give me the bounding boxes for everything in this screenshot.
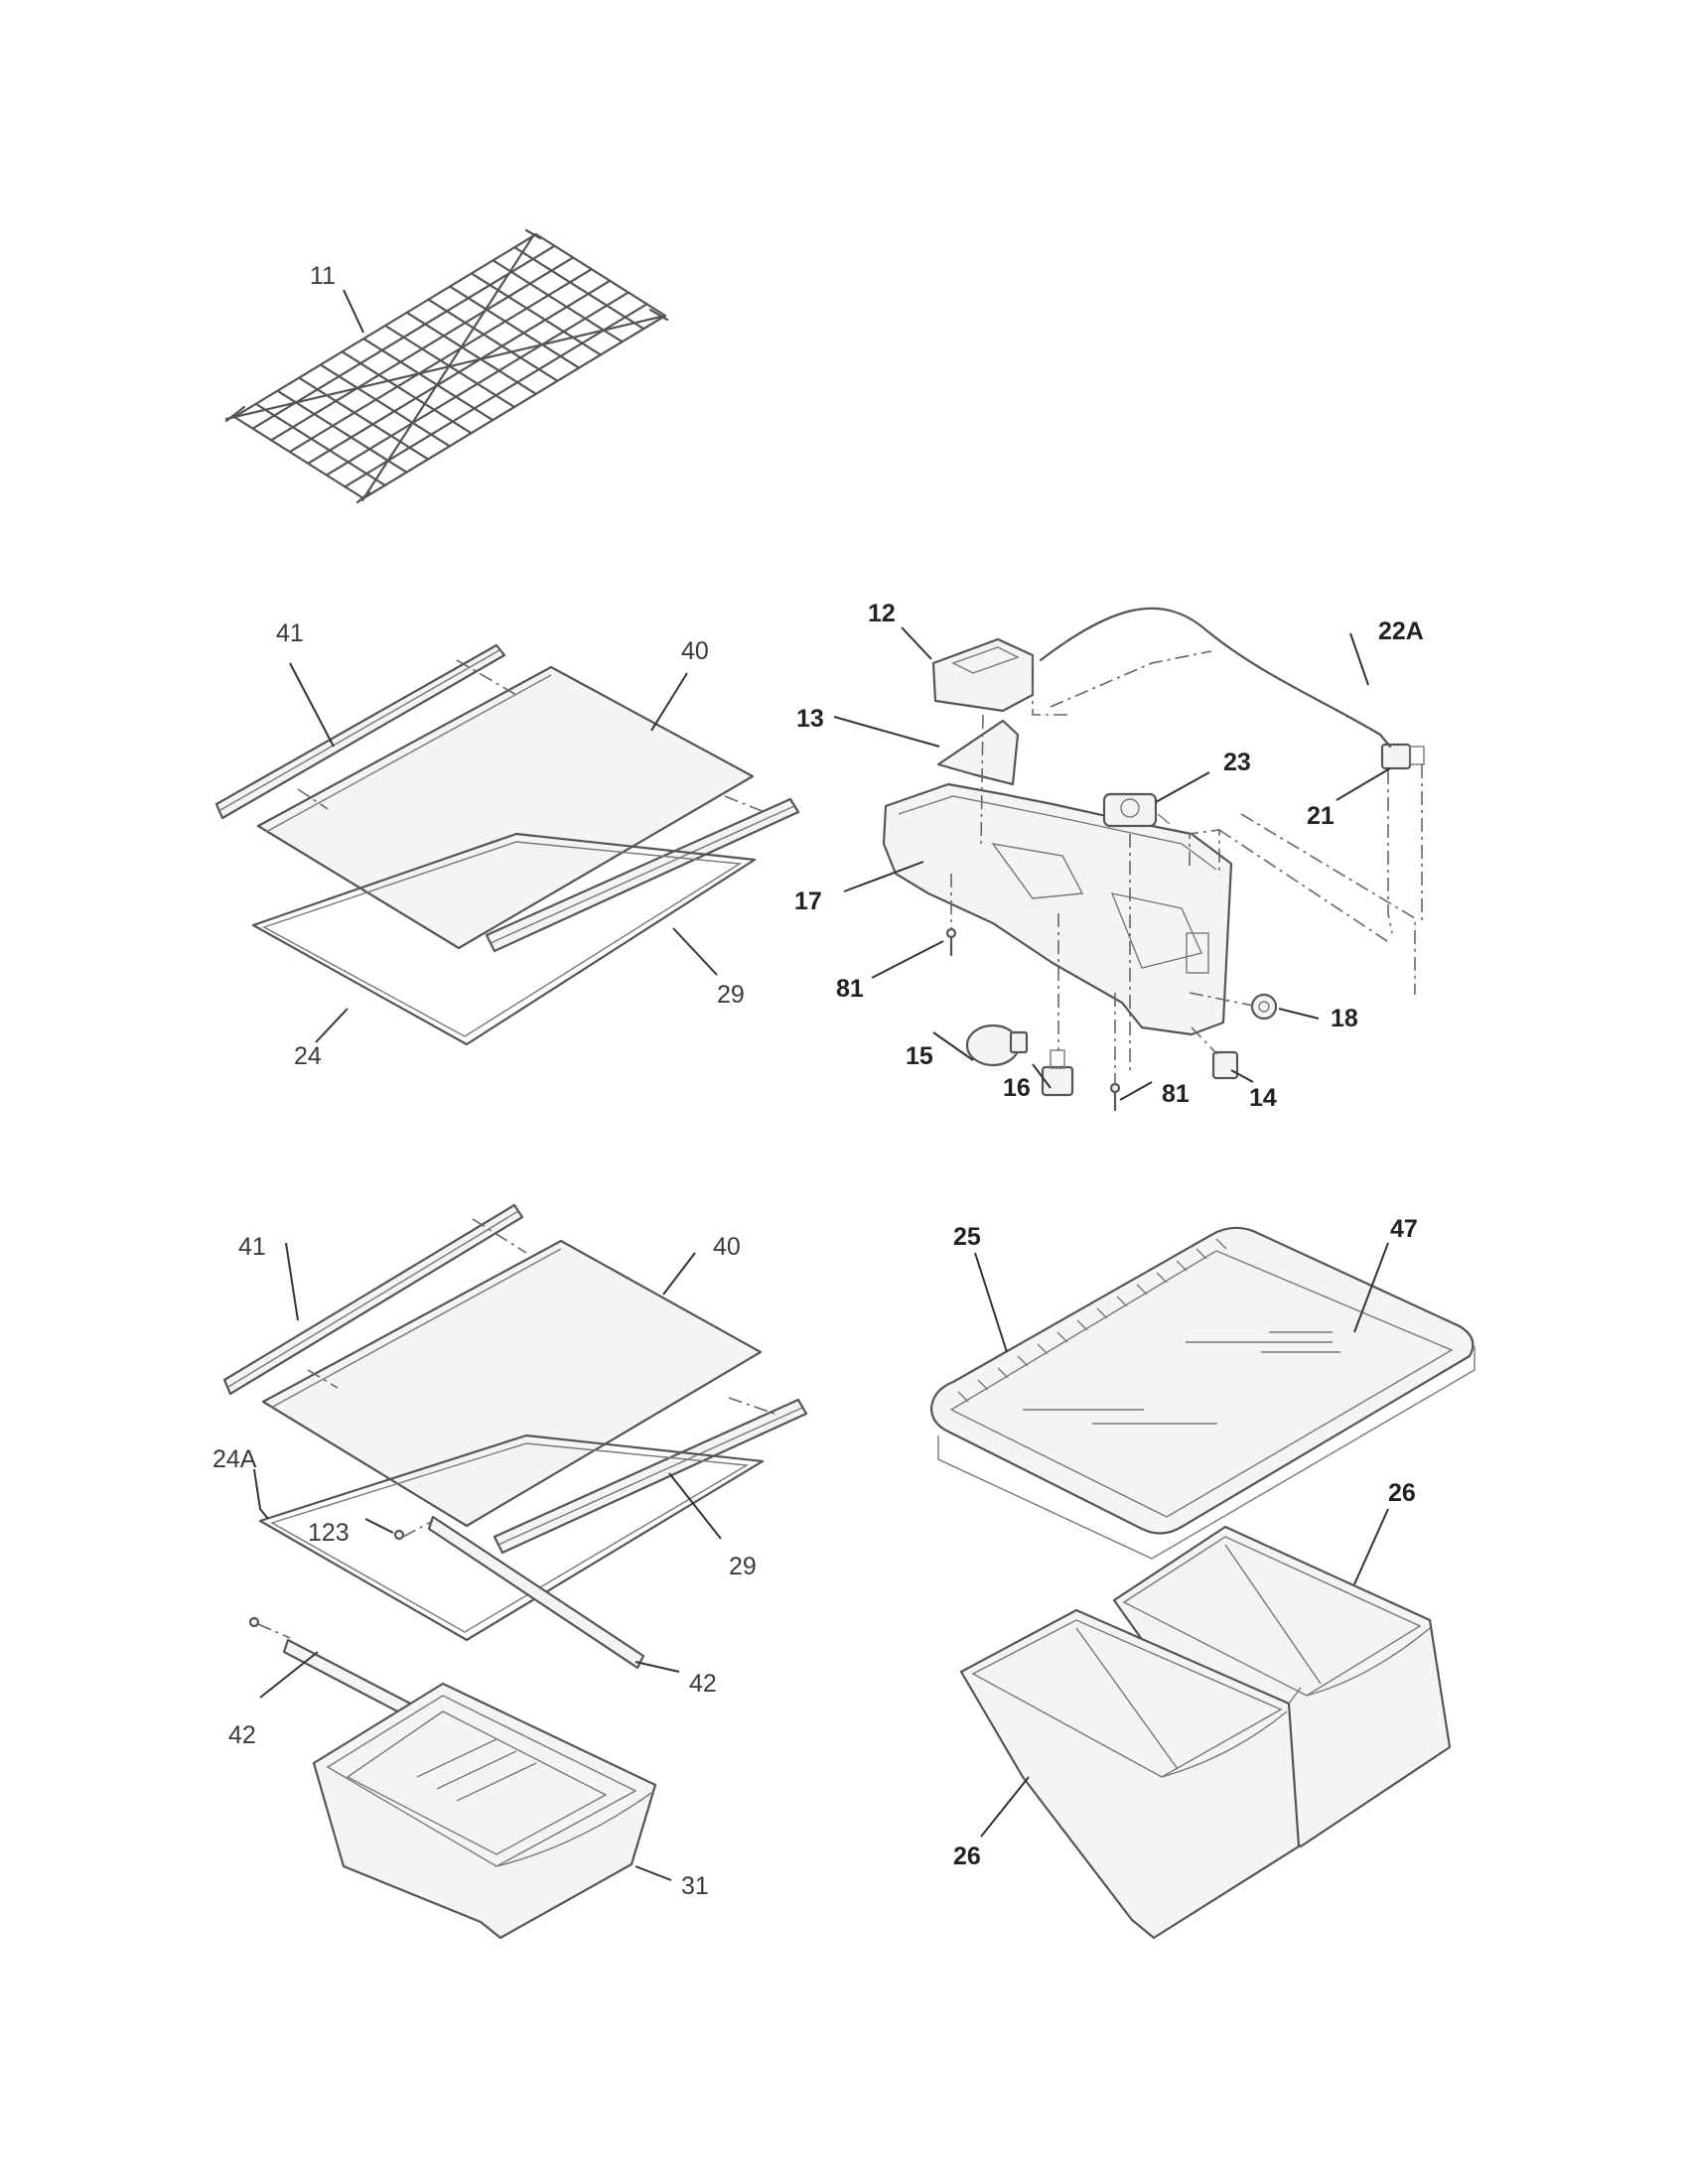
housing-17	[882, 782, 1233, 1036]
thermostat-23	[1102, 792, 1171, 828]
light-switch-14	[1211, 1050, 1239, 1080]
label-25: 25	[953, 1223, 981, 1251]
glass-shelf-assembly-lower	[222, 1203, 808, 1940]
label-24a: 24A	[212, 1445, 257, 1473]
label-16: 16	[1003, 1074, 1031, 1102]
label-42-right: 42	[689, 1670, 717, 1698]
screw-81-left	[945, 927, 957, 957]
control-housing-assembly	[882, 607, 1425, 1112]
label-42-left: 42	[228, 1721, 256, 1749]
label-47: 47	[1390, 1215, 1418, 1243]
label-40-lower: 40	[713, 1233, 741, 1261]
label-12: 12	[868, 600, 896, 627]
drawer-rail-42-right	[427, 1515, 645, 1670]
label-21: 21	[1307, 802, 1335, 830]
crisper-cover-vents	[957, 1238, 1227, 1403]
label-17: 17	[794, 887, 822, 915]
control-knob-18	[1250, 993, 1278, 1021]
glass-panel-40-upper	[256, 665, 755, 950]
screw-123-a	[393, 1529, 405, 1541]
label-81-right: 81	[1162, 1080, 1190, 1108]
label-41-upper: 41	[276, 619, 304, 647]
lamp-socket-16	[1041, 1049, 1074, 1097]
label-22a: 22A	[1378, 617, 1424, 645]
light-bulb-15	[965, 1024, 1029, 1067]
label-31: 31	[681, 1872, 709, 1900]
label-23: 23	[1223, 749, 1251, 776]
glass-panel-47	[1023, 1331, 1340, 1425]
label-123: 123	[308, 1519, 350, 1547]
diffuser-12	[931, 637, 1035, 713]
screw-81-right	[1109, 1082, 1121, 1112]
label-15: 15	[906, 1042, 933, 1070]
shelf-frame-24a	[258, 1433, 765, 1642]
label-81-left: 81	[836, 975, 864, 1003]
label-26-left: 26	[953, 1843, 981, 1870]
crisper-cover-assembly	[929, 1226, 1476, 1560]
crisper-cover-frame-25	[929, 1226, 1475, 1535]
glass-shelf-assembly-upper	[214, 643, 800, 1046]
label-11: 11	[310, 262, 336, 290]
label-40-upper: 40	[681, 637, 709, 665]
label-24: 24	[294, 1042, 322, 1070]
switch-21	[1380, 743, 1425, 770]
crisper-drawer-31	[312, 1682, 657, 1940]
wire-shelf	[224, 228, 669, 504]
leader-lines	[253, 289, 1391, 1881]
label-41-lower: 41	[238, 1233, 266, 1261]
label-26-right: 26	[1388, 1479, 1416, 1507]
label-29-lower: 29	[729, 1553, 757, 1580]
shelf-frame-24	[251, 832, 757, 1046]
glass-panel-40-lower	[261, 1239, 763, 1528]
crisper-drawer-26-left	[959, 1608, 1302, 1940]
label-14: 14	[1249, 1084, 1277, 1112]
damper-13	[936, 719, 1020, 786]
part-labels: 11 41 40 29 24 12 13 17 81 15 16 81 14 1…	[212, 262, 1424, 1900]
wiring-harness-22a	[1039, 607, 1392, 749]
label-13: 13	[796, 705, 824, 733]
label-29-upper: 29	[717, 981, 745, 1009]
screw-123-b	[248, 1616, 260, 1628]
label-18: 18	[1331, 1005, 1358, 1032]
